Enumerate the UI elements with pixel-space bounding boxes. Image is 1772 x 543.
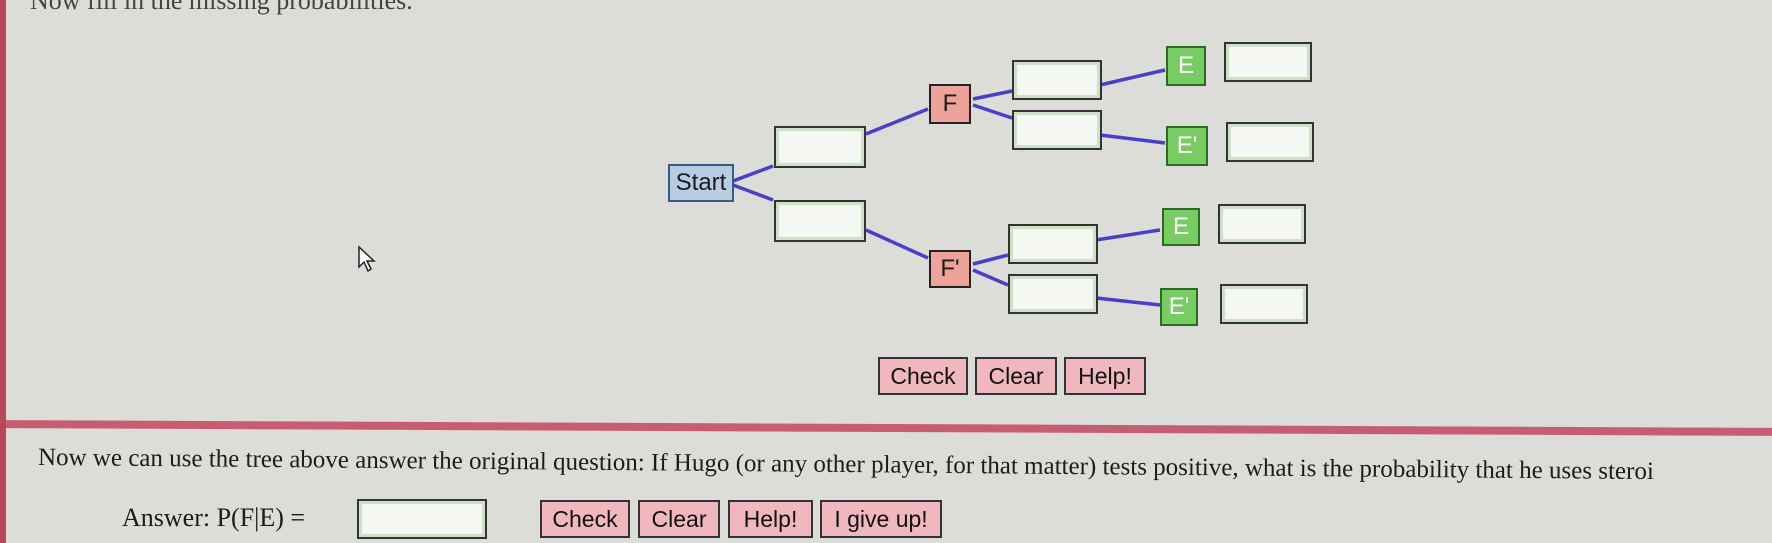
branch-upper-to-f bbox=[865, 107, 929, 136]
branch-to-e4 bbox=[1095, 296, 1161, 307]
node-fprime: F' bbox=[929, 250, 971, 288]
node-eprime-1: E' bbox=[1166, 126, 1208, 166]
branch-fprime-upper bbox=[972, 253, 1009, 266]
branch-to-e3 bbox=[1095, 228, 1161, 242]
branch-lower-to-fprime bbox=[865, 228, 929, 260]
prob-input-eprime-given-fprime[interactable] bbox=[1008, 274, 1098, 314]
instruction-text: Now fill in the missing probabilities. bbox=[30, 0, 413, 15]
tree-check-button[interactable]: Check bbox=[878, 357, 968, 395]
prob-output-fprime-and-eprime[interactable] bbox=[1220, 284, 1308, 324]
branch-to-e2 bbox=[1099, 133, 1166, 145]
answer-label: Answer: P(F|E) = bbox=[122, 503, 306, 532]
branch-to-e1 bbox=[1099, 68, 1166, 87]
prob-input-fprime[interactable] bbox=[774, 200, 866, 242]
answer-clear-button[interactable]: Clear bbox=[638, 500, 720, 538]
give-up-button[interactable]: I give up! bbox=[820, 500, 942, 538]
branch-start-lower bbox=[732, 183, 774, 202]
prob-input-f[interactable] bbox=[774, 126, 866, 168]
prob-input-eprime-given-f[interactable] bbox=[1012, 110, 1102, 150]
branch-f-lower bbox=[972, 103, 1013, 120]
answer-help-button[interactable]: Help! bbox=[728, 500, 813, 538]
prob-output-f-and-eprime[interactable] bbox=[1226, 122, 1314, 162]
page-left-border bbox=[0, 0, 6, 543]
node-eprime-2: E' bbox=[1160, 288, 1198, 326]
branch-start-upper bbox=[732, 164, 774, 183]
answer-input[interactable] bbox=[357, 499, 487, 539]
mouse-cursor-icon bbox=[358, 245, 376, 273]
prob-input-e-given-f[interactable] bbox=[1012, 60, 1102, 100]
prob-output-fprime-and-e[interactable] bbox=[1218, 204, 1306, 244]
branch-fprime-lower bbox=[972, 268, 1009, 287]
node-e-1: E bbox=[1166, 46, 1206, 86]
node-e-2: E bbox=[1162, 208, 1200, 246]
prob-output-f-and-e[interactable] bbox=[1224, 42, 1312, 82]
answer-check-button[interactable]: Check bbox=[540, 500, 630, 538]
branch-f-upper bbox=[972, 89, 1013, 101]
tree-clear-button[interactable]: Clear bbox=[975, 357, 1057, 395]
start-node: Start bbox=[668, 164, 734, 202]
node-f: F bbox=[929, 84, 971, 124]
tree-help-button[interactable]: Help! bbox=[1064, 357, 1146, 395]
prob-input-e-given-fprime[interactable] bbox=[1008, 224, 1098, 264]
